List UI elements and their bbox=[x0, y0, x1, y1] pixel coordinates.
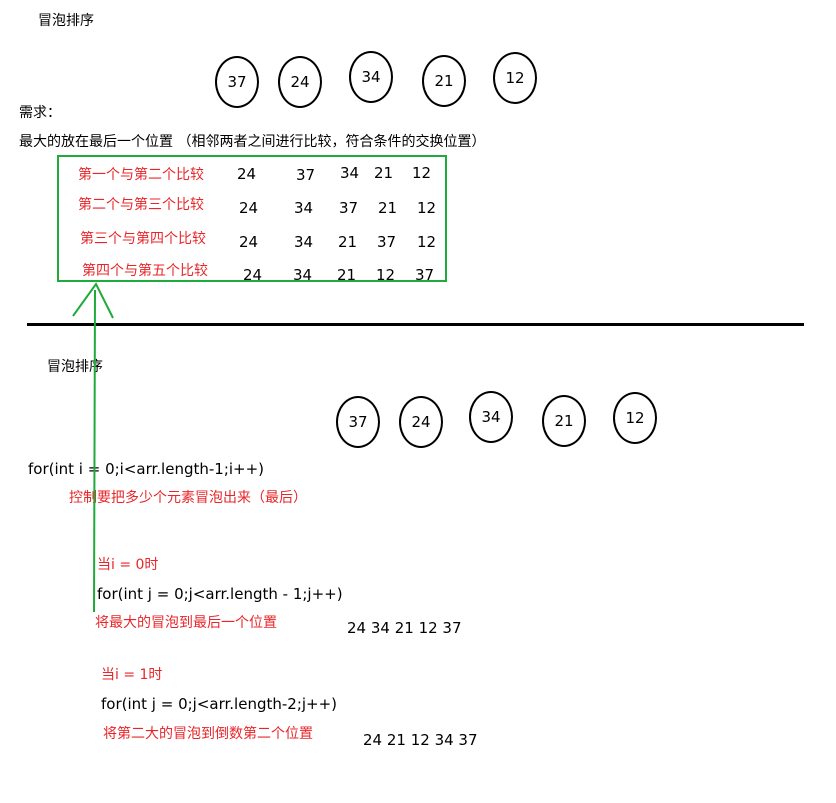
comparison-value: 12 bbox=[376, 266, 396, 284]
comparison-value: 24 bbox=[239, 199, 259, 217]
pass1-condition: 当i = 0时 bbox=[97, 557, 159, 573]
comparison-value: 37 bbox=[415, 266, 435, 284]
comparison-value: 37 bbox=[339, 199, 359, 217]
requirement-label: 需求： bbox=[19, 105, 61, 121]
number-circle: 37 bbox=[336, 396, 380, 448]
comparison-value: 24 bbox=[237, 165, 257, 183]
number-circle: 24 bbox=[278, 56, 322, 108]
comparison-value: 34 bbox=[340, 164, 360, 182]
arrow-head bbox=[72, 282, 114, 319]
pass1-result: 24 34 21 12 37 bbox=[347, 619, 462, 637]
comparison-value: 12 bbox=[417, 233, 437, 251]
comparison-label: 第二个与第三个比较 bbox=[78, 197, 204, 213]
number-circle: 34 bbox=[469, 391, 513, 443]
comparison-value: 12 bbox=[417, 199, 437, 217]
pass2-code: for(int j = 0;j<arr.length-2;j++) bbox=[101, 695, 338, 713]
requirement-text: 最大的放在最后一个位置 （相邻两者之间进行比较，符合条件的交换位置） bbox=[19, 134, 486, 150]
number-circle: 12 bbox=[493, 52, 537, 104]
comparison-label: 第一个与第二个比较 bbox=[78, 167, 204, 183]
pass1-note: 将最大的冒泡到最后一个位置 bbox=[95, 615, 277, 631]
number-circle: 12 bbox=[613, 392, 657, 444]
comparison-label: 第四个与第五个比较 bbox=[82, 263, 208, 279]
comparison-value: 34 bbox=[294, 199, 314, 217]
section-divider bbox=[27, 323, 804, 326]
comparison-label: 第三个与第四个比较 bbox=[80, 231, 206, 247]
outer-loop-code: for(int i = 0;i<arr.length-1;i++) bbox=[28, 460, 265, 478]
comparison-value: 21 bbox=[378, 199, 398, 217]
comparison-value: 34 bbox=[294, 233, 314, 251]
number-circle: 21 bbox=[542, 395, 586, 447]
number-circle: 37 bbox=[215, 56, 259, 108]
section2-title: 冒泡排序 bbox=[47, 359, 103, 375]
number-circle: 24 bbox=[399, 396, 443, 448]
number-circle: 21 bbox=[422, 55, 466, 107]
comparison-value: 34 bbox=[293, 266, 313, 284]
comparison-value: 37 bbox=[377, 233, 397, 251]
comparison-value: 21 bbox=[338, 233, 358, 251]
comparison-value: 21 bbox=[337, 266, 357, 284]
comparison-value: 37 bbox=[296, 166, 316, 184]
number-circle: 34 bbox=[349, 51, 393, 103]
pass2-condition: 当i = 1时 bbox=[101, 667, 163, 683]
comparison-value: 12 bbox=[412, 164, 432, 182]
pass2-result: 24 21 12 34 37 bbox=[363, 731, 478, 749]
section1-title: 冒泡排序 bbox=[38, 13, 94, 29]
comparison-value: 24 bbox=[243, 266, 263, 284]
pass1-code: for(int j = 0;j<arr.length - 1;j++) bbox=[97, 585, 343, 603]
outer-loop-note: 控制要把多少个元素冒泡出来（最后） bbox=[69, 490, 307, 506]
pass2-note: 将第二大的冒泡到倒数第二个位置 bbox=[103, 726, 313, 742]
comparison-value: 21 bbox=[374, 164, 394, 182]
comparison-box bbox=[57, 155, 447, 282]
comparison-value: 24 bbox=[239, 233, 259, 251]
arrow-shaft bbox=[93, 289, 96, 613]
